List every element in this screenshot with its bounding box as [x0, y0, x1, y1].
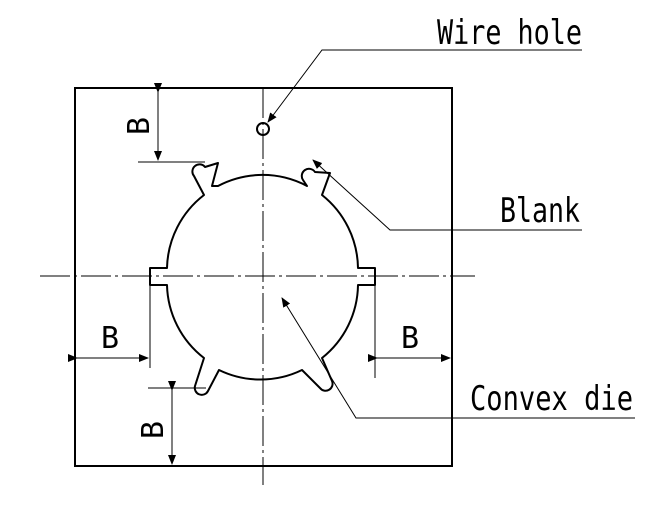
dim-left-label: B	[101, 321, 119, 356]
dim-bottom-label: B	[136, 421, 171, 439]
dim-right-label: B	[401, 321, 419, 356]
label-wire-hole: Wire hole	[437, 13, 582, 53]
label-convex-die: Convex die	[470, 379, 633, 419]
dim-top-label: B	[122, 117, 157, 135]
leader-wire-hole	[267, 49, 582, 123]
leader-convex-die	[281, 297, 635, 419]
leader-blank	[312, 159, 582, 231]
wire-hole-circle	[256, 122, 270, 136]
convex-die-outline	[149, 162, 376, 396]
label-blank: Blank	[500, 191, 580, 231]
